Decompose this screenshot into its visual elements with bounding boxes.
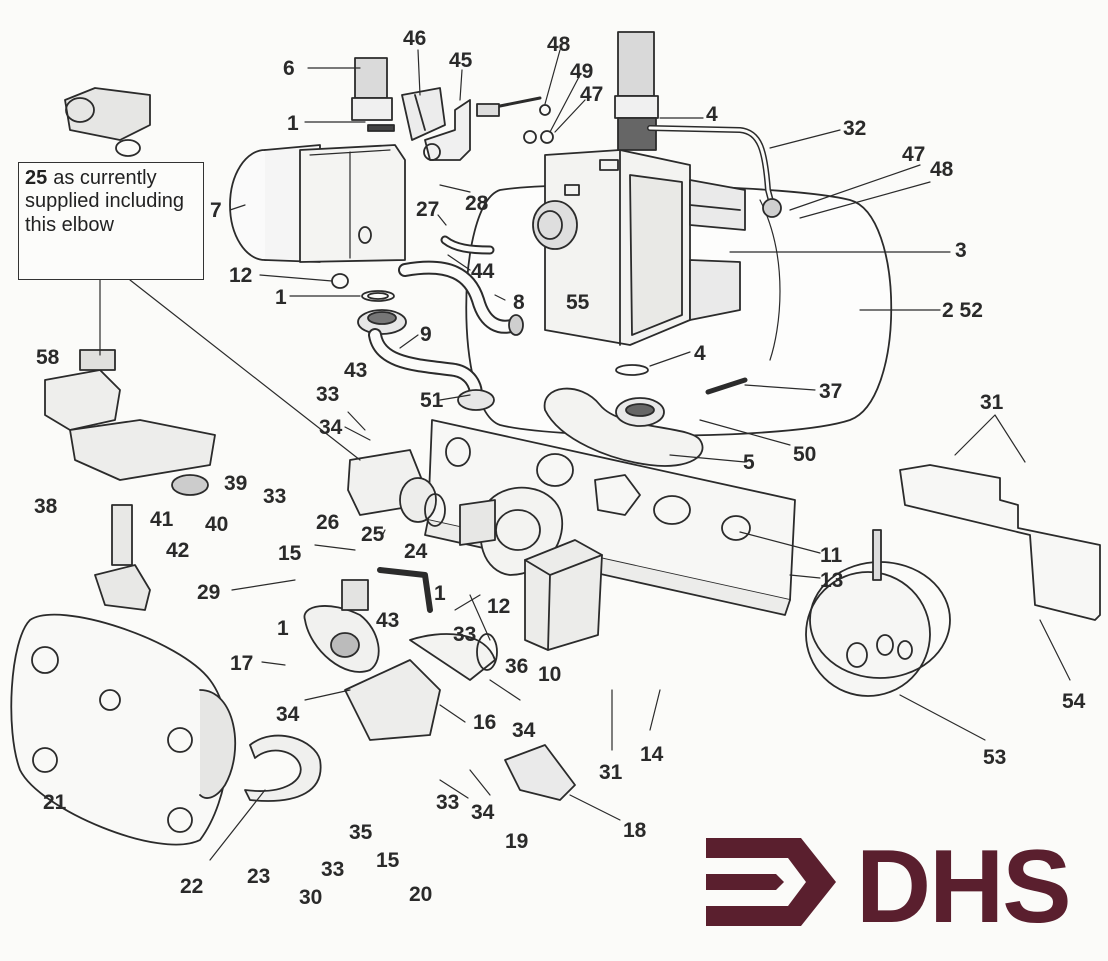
part-number-42: 42 bbox=[166, 539, 190, 562]
part-number-15: 15 bbox=[376, 849, 400, 872]
part-number-30: 30 bbox=[299, 886, 323, 909]
part-number-17: 17 bbox=[230, 652, 254, 675]
part-number-40: 40 bbox=[205, 513, 229, 536]
part-number-34: 34 bbox=[319, 416, 343, 439]
part-number-33: 33 bbox=[263, 485, 287, 508]
part-number-27: 27 bbox=[416, 198, 440, 221]
part-number-22: 22 bbox=[180, 875, 204, 898]
part-number-55: 55 bbox=[566, 291, 590, 314]
part-number-6: 6 bbox=[283, 57, 295, 80]
part-number-15: 15 bbox=[278, 542, 302, 565]
part-number-47: 47 bbox=[902, 143, 926, 166]
part-number-58: 58 bbox=[36, 346, 60, 369]
part-number-31: 31 bbox=[980, 391, 1004, 414]
part-number-34: 34 bbox=[471, 801, 495, 824]
part-number-12: 12 bbox=[487, 595, 511, 618]
part-number-13: 13 bbox=[820, 569, 844, 592]
part-number-1: 1 bbox=[275, 286, 287, 309]
part-number-33: 33 bbox=[436, 791, 460, 814]
part-number-7: 7 bbox=[210, 199, 222, 222]
part-number-34: 34 bbox=[276, 703, 300, 726]
valve-assembly-38 bbox=[44, 349, 216, 611]
part-number-20: 20 bbox=[409, 883, 433, 906]
part-number-43: 43 bbox=[376, 609, 400, 632]
part-number-47: 47 bbox=[580, 83, 604, 106]
part-number-21: 21 bbox=[43, 791, 67, 814]
part-number-37: 37 bbox=[819, 380, 843, 403]
logo-text: DHS bbox=[856, 838, 1070, 926]
part-number-4: 4 bbox=[706, 103, 718, 126]
part-number-24: 24 bbox=[404, 540, 428, 563]
part-number-35: 35 bbox=[349, 821, 373, 844]
valve-18 bbox=[504, 744, 576, 801]
part-number-29: 29 bbox=[197, 581, 221, 604]
part-number-38: 38 bbox=[34, 495, 58, 518]
dhs-logo: DHS bbox=[706, 838, 1072, 926]
gas-valve bbox=[532, 31, 746, 346]
part-number-23: 23 bbox=[247, 865, 271, 888]
part-number-1: 1 bbox=[434, 582, 446, 605]
part-number-4: 4 bbox=[694, 342, 706, 365]
elbow-5 bbox=[543, 364, 704, 467]
part-number-45: 45 bbox=[449, 49, 473, 72]
part-number-33: 33 bbox=[321, 858, 345, 881]
part-number-10: 10 bbox=[538, 663, 562, 686]
pump bbox=[229, 57, 406, 263]
manifold-16 bbox=[303, 567, 498, 741]
part-number-1: 1 bbox=[277, 617, 289, 640]
part-number-33: 33 bbox=[316, 383, 340, 406]
part-number-39: 39 bbox=[224, 472, 248, 495]
part-number-50: 50 bbox=[793, 443, 817, 466]
bracket-22 bbox=[244, 734, 322, 802]
pipe-9 bbox=[357, 309, 495, 411]
part-number-32: 32 bbox=[843, 117, 867, 140]
note-number: 25 bbox=[25, 167, 48, 189]
part-number-3: 3 bbox=[955, 239, 967, 262]
part-number-18: 18 bbox=[623, 819, 647, 842]
part-number-8: 8 bbox=[513, 291, 525, 314]
part-number-48: 48 bbox=[547, 33, 571, 56]
part-number-48: 48 bbox=[930, 158, 954, 181]
part-number-44: 44 bbox=[471, 260, 495, 283]
part-number-33: 33 bbox=[453, 623, 477, 646]
part-number-1: 1 bbox=[287, 112, 299, 135]
part-number-28: 28 bbox=[465, 192, 489, 215]
module-10 bbox=[524, 539, 603, 651]
water-section bbox=[347, 449, 564, 576]
elbow-inset bbox=[64, 87, 151, 157]
part-number-19: 19 bbox=[505, 830, 529, 853]
leader-lines bbox=[99, 49, 1071, 861]
part-number-54: 54 bbox=[1062, 690, 1086, 713]
part-number-53: 53 bbox=[983, 746, 1007, 769]
part-number-5: 5 bbox=[743, 451, 755, 474]
part-number-14: 14 bbox=[640, 743, 664, 766]
part-number-31: 31 bbox=[599, 761, 623, 784]
part-number-25: 25 bbox=[361, 523, 385, 546]
note-text: as currently supplied including this elb… bbox=[25, 167, 185, 236]
part-number-49: 49 bbox=[570, 60, 594, 83]
heat-exchanger-21 bbox=[10, 613, 237, 846]
part-number-26: 26 bbox=[316, 511, 340, 534]
part-number-46: 46 bbox=[403, 27, 427, 50]
part-number-16: 16 bbox=[473, 711, 497, 734]
part-number-41: 41 bbox=[150, 508, 174, 531]
bracket-54 bbox=[899, 464, 1101, 621]
part-number-51: 51 bbox=[420, 389, 444, 412]
fan-53 bbox=[805, 529, 951, 697]
part-number-12: 12 bbox=[229, 264, 253, 287]
part-number-9: 9 bbox=[420, 323, 432, 346]
part-number-43: 43 bbox=[344, 359, 368, 382]
part-number-2-52: 2 52 bbox=[942, 299, 983, 322]
part-number-11: 11 bbox=[820, 544, 843, 567]
part-number-36: 36 bbox=[505, 655, 529, 678]
part-number-34: 34 bbox=[512, 719, 536, 742]
clip-45-46 bbox=[401, 87, 542, 161]
